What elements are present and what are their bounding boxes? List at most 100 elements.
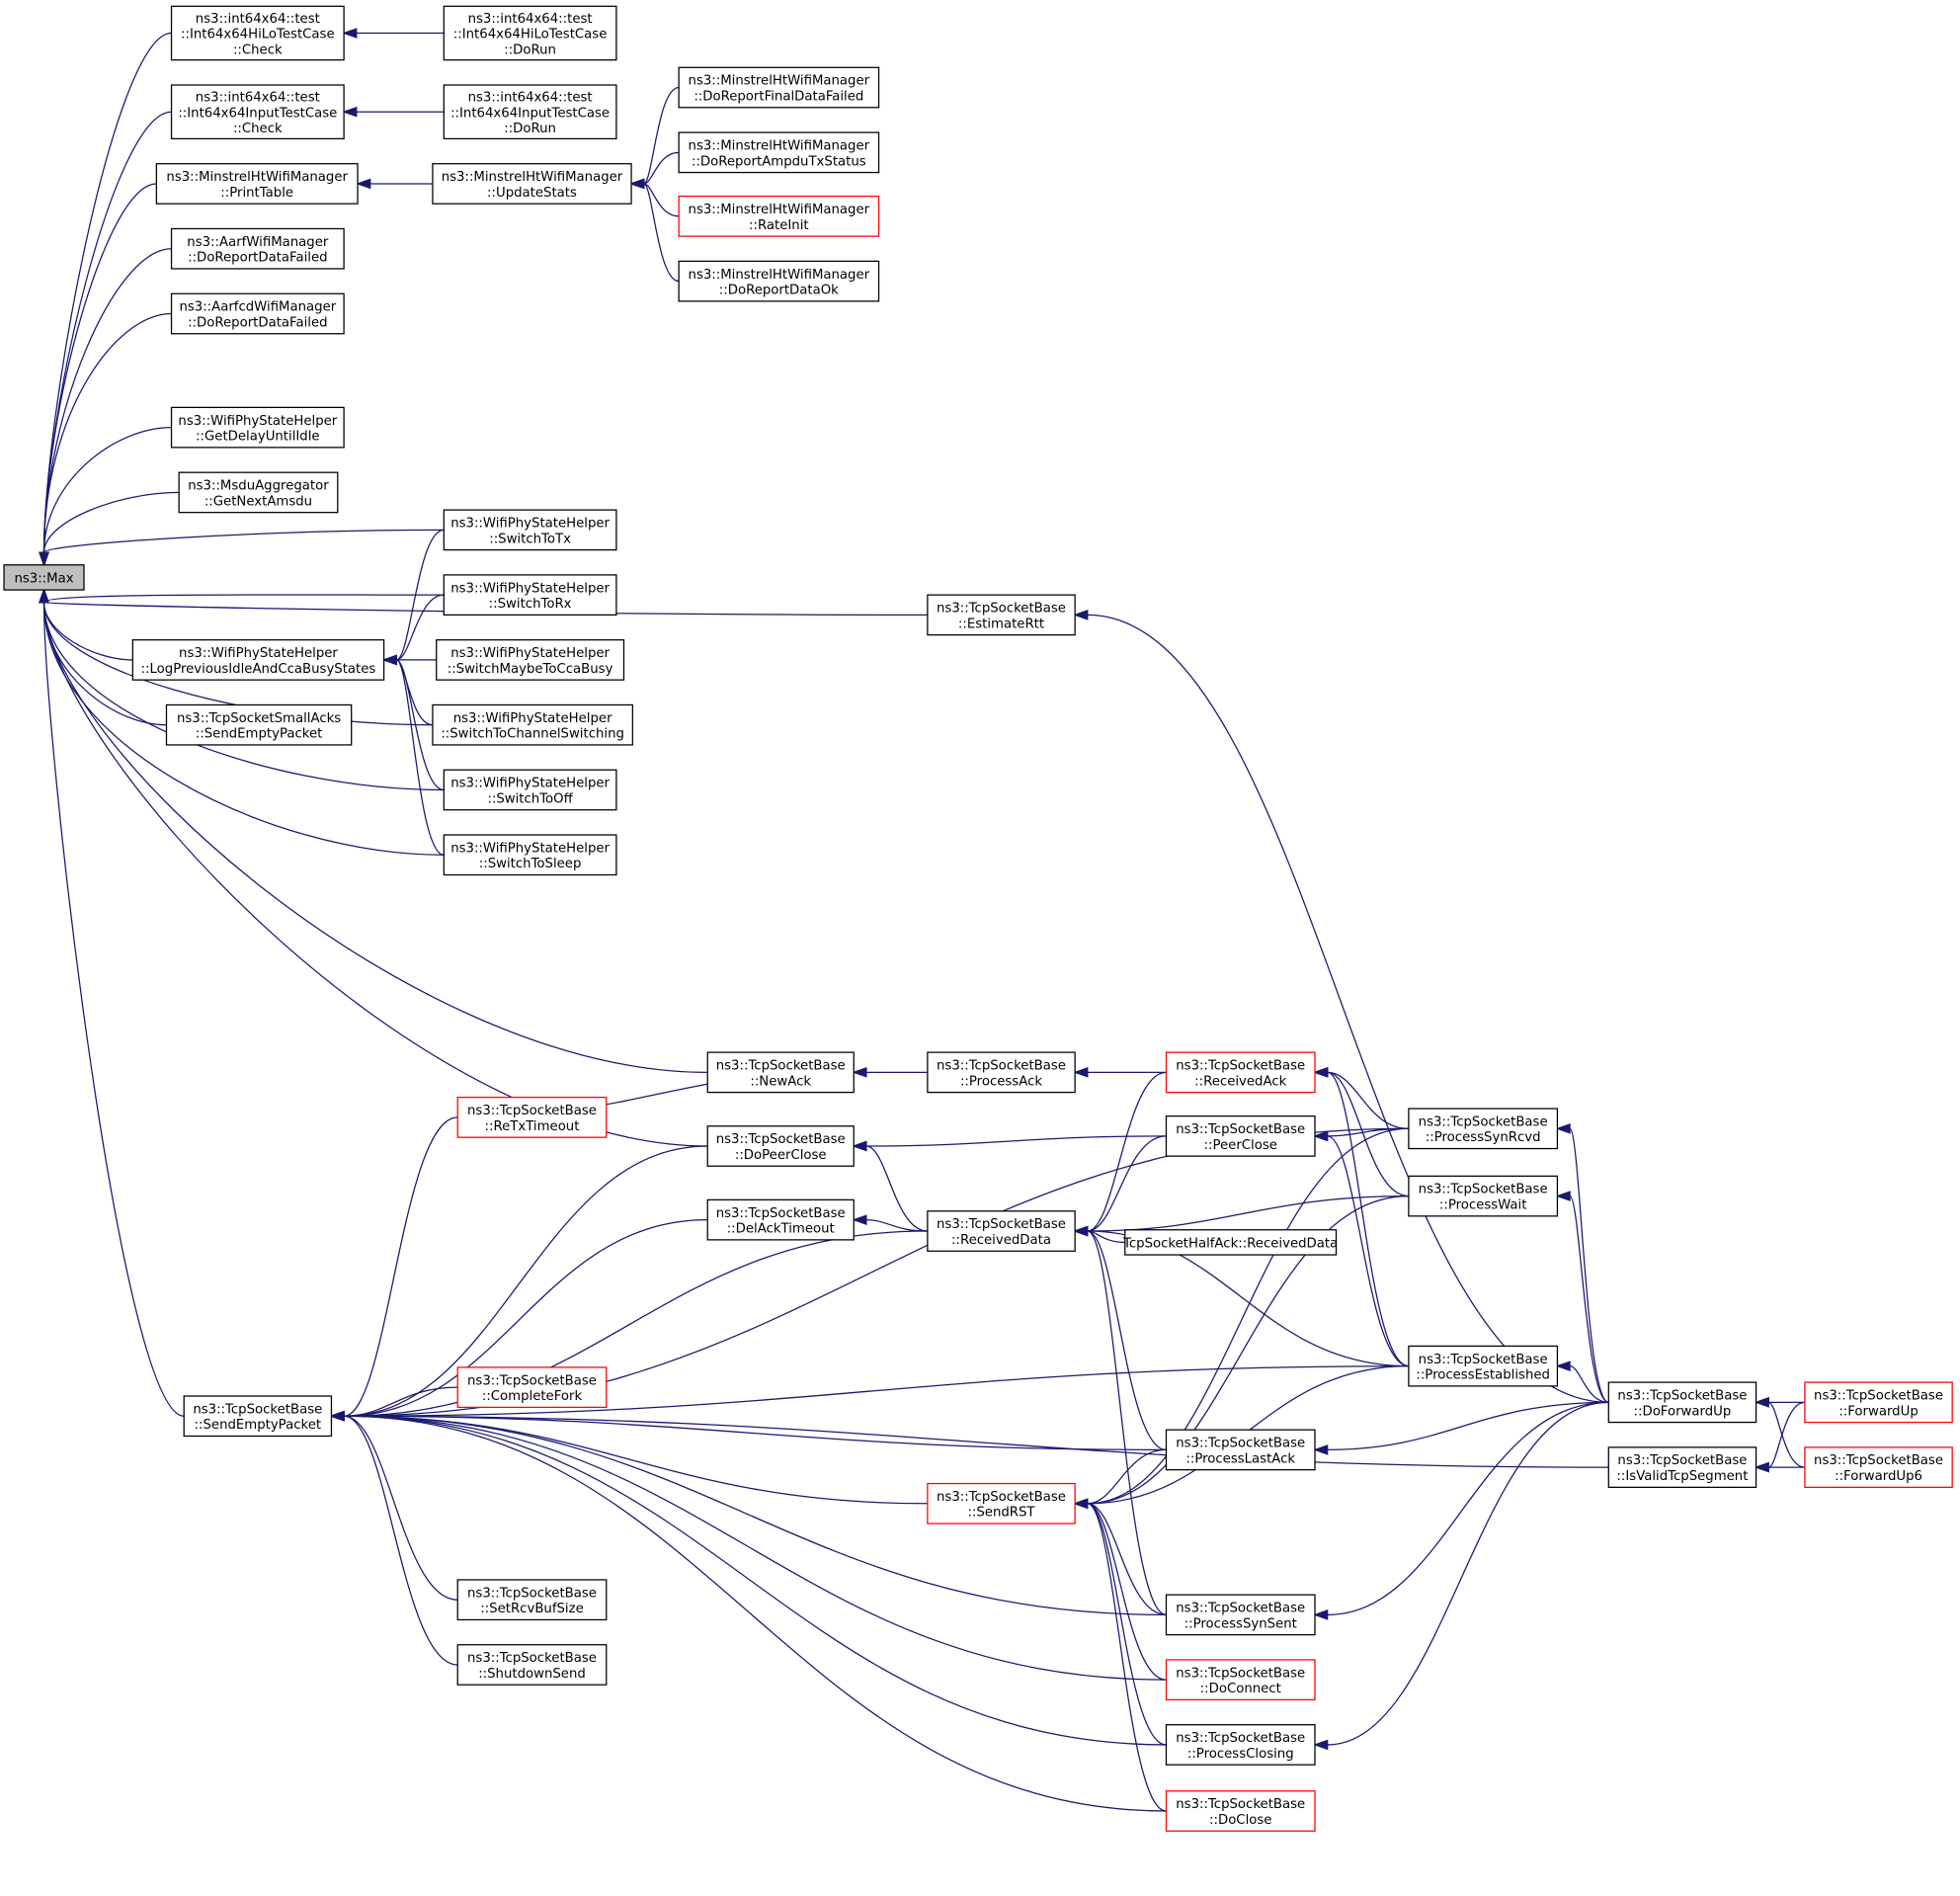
- node-tcpsocketbase-receivedack[interactable]: ns3::TcpSocketBase::ReceivedAck: [1165, 1051, 1316, 1094]
- node-tcpsocketbase-isvalidtcpsegment[interactable]: ns3::TcpSocketBase::IsValidTcpSegment: [1607, 1446, 1757, 1488]
- node-minstrelhtwifimanager-doreportampdutxstatus[interactable]: ns3::MinstrelHtWifiManager::DoReportAmpd…: [678, 131, 880, 174]
- node-label: ns3::WifiPhyStateHelper: [453, 711, 612, 726]
- call-edge: [342, 106, 445, 118]
- node-minstrelhtwifimanager-updatestats[interactable]: ns3::MinstrelHtWifiManager::UpdateStats: [432, 163, 632, 205]
- node-tcpsocketbase-newack[interactable]: ns3::TcpSocketBase::NewAck: [706, 1051, 855, 1094]
- edge-line: [396, 594, 445, 661]
- node-tcpsocketbase-processwait[interactable]: ns3::TcpSocketBase::ProcessWait: [1408, 1175, 1559, 1217]
- node-tcpsocketbase-shutdownsend[interactable]: ns3::TcpSocketBase::ShutdownSend: [456, 1644, 608, 1686]
- node-label: ::DoReportFinalDataFailed: [694, 90, 863, 105]
- node-box: [1165, 1115, 1316, 1157]
- node-tcpsocketbase-peerclose[interactable]: ns3::TcpSocketBase::PeerClose: [1165, 1115, 1316, 1157]
- node-tcpsocketbase-retxtimeout[interactable]: ns3::TcpSocketBase::ReTxTimeout: [456, 1097, 608, 1138]
- edge-line: [344, 1415, 928, 1505]
- node-label: ::GetDelayUntilIdle: [196, 430, 320, 445]
- node-aarfwifimanager-doreportdatafailed[interactable]: ns3::AarfWifiManager::DoReportDataFailed: [170, 227, 345, 270]
- node-label: ::CompleteFork: [482, 1389, 583, 1404]
- arrowhead-icon: [1073, 1498, 1089, 1510]
- node-tcpsocketbase-sendemptypacket[interactable]: ns3::TcpSocketBase::SendEmptyPacket: [183, 1395, 333, 1438]
- node-tcpsocketbase-dopeerclose[interactable]: ns3::TcpSocketBase::DoPeerClose: [706, 1125, 855, 1167]
- node-tcpsocketbase-forwardup[interactable]: ns3::TcpSocketBase::ForwardUp: [1804, 1381, 1953, 1424]
- edge-line: [42, 602, 445, 791]
- node-label: ::Int64x64InputTestCase: [450, 106, 610, 121]
- node-minstrelhtwifimanager-printtable[interactable]: ns3::MinstrelHtWifiManager::PrintTable: [155, 163, 359, 205]
- node-tcpsocketbase-processack[interactable]: ns3::TcpSocketBase::ProcessAck: [927, 1051, 1076, 1094]
- edge-line: [42, 602, 185, 1417]
- arrowhead-icon: [329, 1410, 345, 1422]
- call-edge: [329, 1410, 1167, 1746]
- node-label: ::IsValidTcpSegment: [1616, 1469, 1748, 1484]
- node-label: ns3::TcpSocketBase: [716, 1132, 846, 1147]
- node-int64x64-test-int64x64inputtestcase-dorun[interactable]: ns3::int64x64::test::Int64x64InputTestCa…: [443, 84, 617, 140]
- node-aarfcdwifimanager-doreportdatafailed[interactable]: ns3::AarfcdWifiManager::DoReportDataFail…: [170, 292, 345, 335]
- call-edge: [1555, 1122, 1609, 1403]
- node-tcpsocketbase-completefork[interactable]: ns3::TcpSocketBase::CompleteFork: [456, 1366, 608, 1409]
- edge-line: [344, 1415, 458, 1666]
- node-minstrelhtwifimanager-rateinit[interactable]: ns3::MinstrelHtWifiManager::RateInit: [678, 195, 880, 237]
- edge-line: [865, 1145, 928, 1232]
- node-tcpsocketsmallacks-sendemptypacket[interactable]: ns3::TcpSocketSmallAcks::SendEmptyPacket: [165, 703, 353, 746]
- node-label: ns3::TcpSocketBase: [467, 1586, 597, 1601]
- node-tcpsocketbase-processestablished[interactable]: ns3::TcpSocketBase::ProcessEstablished: [1408, 1345, 1559, 1387]
- node-box: [706, 1051, 855, 1094]
- node-wifiphystatehelper-switchmaybetoccabusy[interactable]: ns3::WifiPhyStateHelper::SwitchMaybeToCc…: [436, 639, 625, 681]
- call-edge: [1754, 1461, 1805, 1473]
- node-wifiphystatehelper-logpreviousidleandccabusystates[interactable]: ns3::WifiPhyStateHelper::LogPreviousIdle…: [131, 639, 385, 681]
- node-label: ::PeerClose: [1204, 1138, 1277, 1153]
- node-tcpsocketbase-delacktimeout[interactable]: ns3::TcpSocketBase::DelAckTimeout: [706, 1198, 855, 1241]
- node-wifiphystatehelper-switchtotx[interactable]: ns3::WifiPhyStateHelper::SwitchToTx: [443, 509, 617, 551]
- node-label: ::SendRST: [967, 1506, 1035, 1521]
- arrowhead-icon: [342, 28, 358, 39]
- call-edge: [39, 588, 445, 791]
- node-tcpsocketbase-sendrst[interactable]: ns3::TcpSocketBase::SendRST: [927, 1482, 1076, 1525]
- call-edge: [1313, 1067, 1409, 1367]
- node-label: ns3::TcpSocketBase: [937, 602, 1066, 617]
- node-wifiphystatehelper-switchtooff[interactable]: ns3::WifiPhyStateHelper::SwitchToOff: [443, 769, 617, 811]
- arrowhead-icon: [342, 106, 358, 118]
- node-int64x64-test-int64x64hilotestcase-check[interactable]: ns3::int64x64::test::Int64x64HiLoTestCas…: [170, 5, 345, 61]
- node-msduaggregator-getnextamsdu[interactable]: ns3::MsduAggregator::GetNextAmsdu: [178, 471, 339, 514]
- node-box: [443, 769, 617, 811]
- call-edge: [329, 1410, 458, 1666]
- node-box: [170, 84, 345, 140]
- node-tcpsocketbase-doforwardup[interactable]: ns3::TcpSocketBase::DoForwardUp: [1607, 1381, 1757, 1424]
- node-minstrelhtwifimanager-doreportfinaldatafailed[interactable]: ns3::MinstrelHtWifiManager::DoReportFina…: [678, 66, 880, 109]
- edge-line: [1087, 1071, 1167, 1232]
- node-label: ::ProcessClosing: [1187, 1747, 1294, 1762]
- node-int64x64-test-int64x64inputtestcase-check[interactable]: ns3::int64x64::test::Int64x64InputTestCa…: [170, 84, 345, 140]
- node-tcpsocketbase-receiveddata[interactable]: ns3::TcpSocketBase::ReceivedData: [927, 1210, 1076, 1252]
- arrowhead-icon: [356, 178, 371, 190]
- node-tcpsocketbase-doclose[interactable]: ns3::TcpSocketBase::DoClose: [1165, 1790, 1316, 1832]
- node-tcpsocketbase-doconnect[interactable]: ns3::TcpSocketBase::DoConnect: [1165, 1659, 1316, 1701]
- node-tcpsocketbase-setrcvbufsize[interactable]: ns3::TcpSocketBase::SetRcvBufSize: [456, 1579, 608, 1621]
- node-tcpsocketbase-estimatertt[interactable]: ns3::TcpSocketBase::EstimateRtt: [927, 594, 1076, 636]
- node-tcpsocketbase-processlastack[interactable]: ns3::TcpSocketBase::ProcessLastAck: [1165, 1429, 1316, 1471]
- node-wifiphystatehelper-switchtorx[interactable]: ns3::WifiPhyStateHelper::SwitchToRx: [443, 574, 617, 617]
- node-tcpsockethalfack-receiveddata[interactable]: TcpSocketHalfAck::ReceivedData: [1122, 1229, 1338, 1256]
- node-label: ns3::int64x64::test: [196, 12, 320, 27]
- node-int64x64-test-int64x64hilotestcase-dorun[interactable]: ns3::int64x64::test::Int64x64HiLoTestCas…: [443, 5, 617, 61]
- node-label: ns3::MinstrelHtWifiManager: [689, 203, 870, 217]
- node-wifiphystatehelper-getdelayuntilidle[interactable]: ns3::WifiPhyStateHelper::GetDelayUntilId…: [170, 406, 345, 449]
- node-label: ::DelAckTimeout: [727, 1222, 835, 1237]
- node-tcpsocketbase-processsynsent[interactable]: ns3::TcpSocketBase::ProcessSynSent: [1165, 1594, 1316, 1636]
- node-max[interactable]: ns3::Max: [3, 564, 85, 591]
- call-edge: [852, 1140, 928, 1232]
- node-label: ::DoConnect: [1200, 1682, 1281, 1696]
- edge-line: [42, 529, 445, 553]
- call-edge: [329, 1410, 1609, 1468]
- node-wifiphystatehelper-switchtosleep[interactable]: ns3::WifiPhyStateHelper::SwitchToSleep: [443, 834, 617, 876]
- node-label: ns3::TcpSocketBase: [1617, 1453, 1747, 1468]
- edge-line: [344, 1415, 1167, 1746]
- node-label: ns3::MinstrelHtWifiManager: [689, 138, 870, 153]
- node-minstrelhtwifimanager-doreportdataok[interactable]: ns3::MinstrelHtWifiManager::DoReportData…: [678, 260, 880, 302]
- node-tcpsocketbase-processclosing[interactable]: ns3::TcpSocketBase::ProcessClosing: [1165, 1724, 1316, 1766]
- node-tcpsocketbase-processsynrcvd[interactable]: ns3::TcpSocketBase::ProcessSynRcvd: [1408, 1108, 1559, 1150]
- edge-line: [1087, 1503, 1167, 1616]
- node-box: [927, 1051, 1076, 1094]
- node-label: ns3::TcpSocketBase: [1176, 1122, 1305, 1137]
- edge-line: [344, 1116, 458, 1417]
- node-wifiphystatehelper-switchtochannelswitching[interactable]: ns3::WifiPhyStateHelper::SwitchToChannel…: [432, 703, 633, 746]
- node-tcpsocketbase-forwardup6[interactable]: ns3::TcpSocketBase::ForwardUp6: [1804, 1446, 1953, 1488]
- node-label: ns3::TcpSocketBase: [1176, 1437, 1305, 1451]
